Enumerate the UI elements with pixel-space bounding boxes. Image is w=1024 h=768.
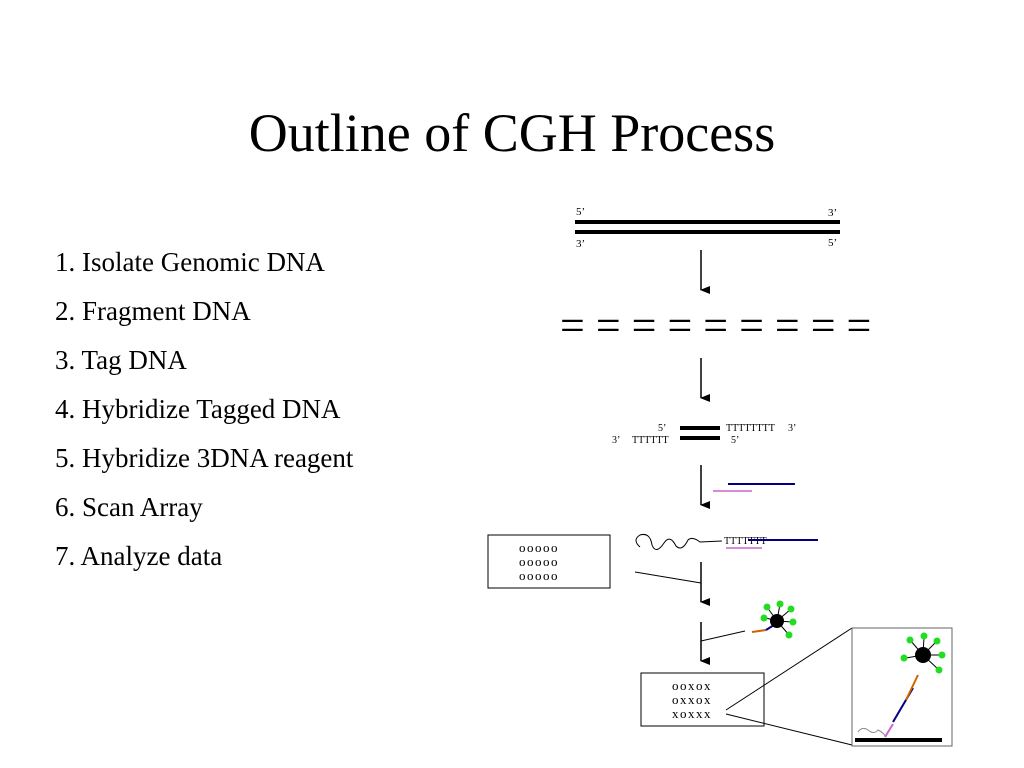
poly-t-tail-bottom: TTTTTT <box>632 435 669 446</box>
step-fragment-dna: 2. Fragment DNA <box>55 296 251 326</box>
slide-title: Outline of CGH Process <box>248 103 776 163</box>
poly-t-tail-top: TTTTTTTT <box>726 423 775 434</box>
connector-line <box>700 630 746 642</box>
array-row: xoxxx <box>672 706 712 721</box>
tag-label-5-prime-bottom: 5’ <box>731 435 739 446</box>
array-row: ooxox <box>672 678 712 693</box>
tagged-dna-fragment <box>680 426 720 440</box>
strand-label-top-right: 3’ <box>828 207 837 219</box>
step-hybridize-reagent: 5. Hybridize 3DNA reagent <box>55 443 354 473</box>
process-step-list: 1. Isolate Genomic DNA 2. Fragment DNA 3… <box>55 238 353 581</box>
dna-fragments: = = = = = = = = = <box>560 301 871 350</box>
array-row: ooooo <box>519 554 559 569</box>
strand-label-bottom-right: 5’ <box>828 237 837 249</box>
step-scan-array: 6. Scan Array <box>55 492 203 522</box>
connector-line <box>634 571 702 584</box>
genomic-dna-double-strand <box>575 220 840 234</box>
zoom-line <box>725 627 853 711</box>
strand-label-bottom-left: 3’ <box>576 238 585 250</box>
zoom-line <box>725 713 853 746</box>
step-analyze-data: 7. Analyze data <box>55 541 223 571</box>
step-hybridize-tagged-dna: 4. Hybridize Tagged DNA <box>55 394 341 424</box>
tag-label-3-prime-top: 3’ <box>788 423 796 434</box>
zoom-inset <box>851 627 953 747</box>
array-row: ooooo <box>519 540 559 555</box>
step-isolate-dna: 1. Isolate Genomic DNA <box>55 247 325 277</box>
tag-label-3-prime-bottom: 3’ <box>612 435 620 446</box>
step-tag-dna: 3. Tag DNA <box>55 345 187 375</box>
genomic-dna-squiggle <box>635 534 723 550</box>
dendrimer-reagent-icon <box>751 600 797 639</box>
poly-t-tail: TTTTTTT <box>724 536 767 547</box>
array-row: ooooo <box>519 568 559 583</box>
array-slide-after <box>640 672 765 727</box>
strand-label-top-left: 5’ <box>576 206 585 218</box>
tag-label-5-prime-top: 5’ <box>658 423 666 434</box>
array-row: oxxox <box>672 692 712 707</box>
array-slide-before <box>487 534 611 589</box>
